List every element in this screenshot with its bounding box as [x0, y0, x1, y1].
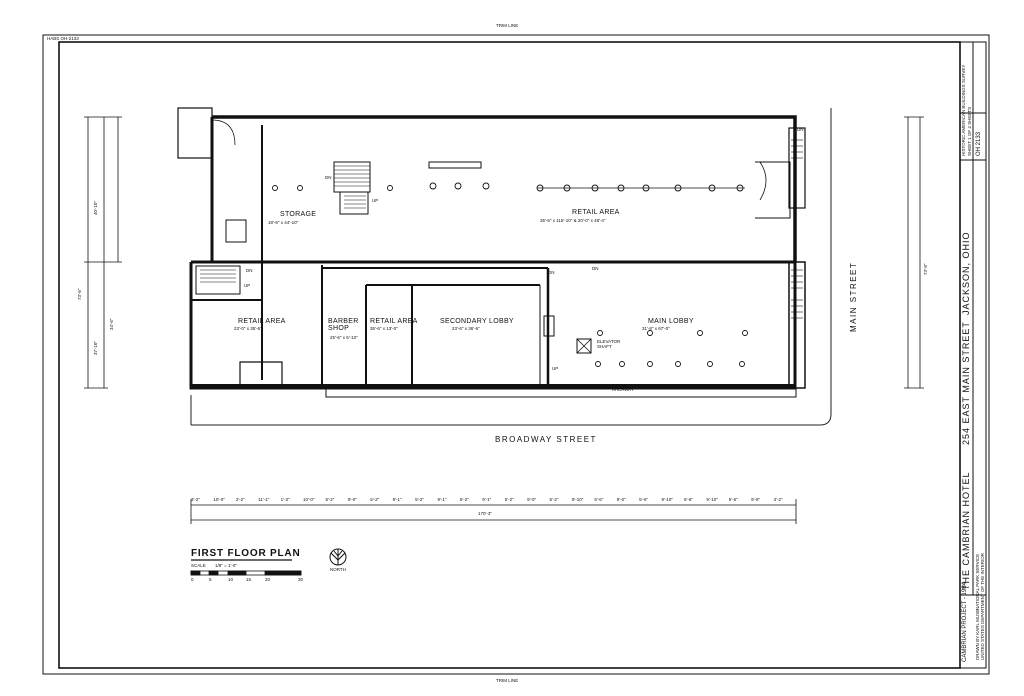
building-title: THE CAMBRIAN HOTEL: [961, 471, 971, 590]
bottom-dim-label: 9'-1": [392, 497, 402, 502]
bottom-dimension-lines: [190, 499, 797, 524]
sheet-label: SHEET 1 OF 4 SHEETS: [967, 106, 972, 156]
bottom-dim-label: 9'-1": [437, 497, 447, 502]
bottom-dim-label: 9'-0": [347, 497, 357, 502]
bottom-dim-label: 5'-6": [594, 497, 604, 502]
bottom-dim-label: 5'-6": [639, 497, 649, 502]
main-lobby-size: 31'-8" x 67'-0": [642, 326, 670, 331]
dn-marker-4: DN: [592, 266, 599, 271]
dn-marker-5: DN: [797, 127, 804, 132]
left-dim-front: 34'-6": [109, 318, 114, 330]
north-arrow-icon: [329, 548, 347, 566]
bottom-dim-label: 5'-2": [549, 497, 559, 502]
scale-tick-label: 5: [209, 577, 212, 582]
dept: UNITED STATES DEPARTMENT OF THE INTERIOR: [980, 552, 985, 660]
barber-label: BARBER SHOP: [328, 318, 359, 332]
right-dimension-lines: [904, 116, 924, 389]
bottom-dim-label: 2'-2": [235, 497, 245, 502]
up-marker-3: UP: [552, 366, 559, 371]
bottom-dim-label: 5'-2": [325, 497, 335, 502]
trim-line-bottom: TRIM LINE: [496, 678, 519, 683]
bottom-dim-label: 3'-2": [191, 497, 200, 502]
agency: HISTORIC AMERICAN BUILDINGS SURVEY: [961, 64, 966, 156]
bottom-dim-label: 3'-2": [773, 497, 783, 502]
dn-marker-1: DN: [325, 175, 332, 180]
title-block-frame: [959, 41, 987, 669]
scale-label: SCALE: [191, 563, 206, 568]
areaway-label: AREAWAY: [612, 387, 634, 392]
bottom-dim-label: 5'-2": [504, 497, 514, 502]
left-dim-overall: 73'-6": [77, 288, 82, 300]
overall-dim: 170'-3": [478, 511, 492, 516]
left-dim-upper: 40'-10": [93, 201, 98, 215]
scale-tick-label: 30: [298, 577, 304, 582]
scale-tick-label: 15: [246, 577, 252, 582]
plan-title: FIRST FLOOR PLAN: [191, 548, 301, 559]
bottom-dim-label: 9'-10": [571, 497, 584, 502]
bottom-dim-label: 9'-0": [527, 497, 537, 502]
retail-top-size: 35'-6" x 115'-10" & 20'-0" x 48'-4": [540, 218, 606, 223]
bottom-dim-label: 5'-2": [459, 497, 469, 502]
right-dim-overall: 73'-8": [923, 263, 928, 275]
corner-code: HABS OH-2133: [47, 36, 79, 41]
bottom-dim-label: 11'-1": [258, 497, 270, 502]
north-label: NORTH: [330, 567, 346, 572]
bottom-dim-label: 1'-3": [280, 497, 290, 502]
dn-marker-3: DN: [548, 270, 555, 275]
sheet-border: [42, 34, 990, 675]
bottom-dim-label: 5'-6": [683, 497, 693, 502]
dn-marker-2: DN: [246, 268, 253, 273]
curb-lines: [190, 108, 832, 426]
storage-label: STORAGE: [280, 211, 317, 218]
building-walls: [177, 107, 806, 398]
bottom-dim-label: 5'-6": [728, 497, 738, 502]
up-marker-2: UP: [244, 283, 251, 288]
project-name: CAMBRIAN PROJECT - 1984: [962, 582, 968, 662]
bottom-dim-label: 5'-2": [415, 497, 425, 502]
left-dim-lower: 37'-10": [93, 341, 98, 355]
retail-left-label: RETAIL AREA: [238, 318, 286, 325]
scale-bar: [190, 559, 302, 576]
bottom-dim-label: 10'-0": [213, 497, 225, 502]
scale-value: 1/8" = 1'-0": [215, 563, 237, 568]
bottom-dim-label: 10'-0": [303, 497, 315, 502]
main-lobby-label: MAIN LOBBY: [648, 318, 694, 325]
retail-mid-label: RETAIL AREA: [370, 318, 418, 325]
scale-tick-label: 20: [265, 577, 271, 582]
secondary-lobby-size: 23'-6" x 36'-6": [452, 326, 480, 331]
storage-size: 18'-6" x 44'-10": [268, 220, 299, 225]
retail-left-size: 23'-0" x 35'-6": [234, 326, 262, 331]
survey-no: OH 2133: [976, 131, 982, 156]
city: JACKSON, OHIO: [961, 231, 971, 315]
main-street-label: MAIN STREET: [849, 261, 858, 332]
bottom-dim-label: 9'-10": [661, 497, 674, 502]
stair-treads: [200, 139, 803, 319]
bottom-dim-label: 9'-10": [706, 497, 718, 502]
bottom-dim-label: 9'-8": [751, 497, 761, 502]
elevator-label: ELEVATOR SHAFT: [597, 339, 621, 349]
bottom-dim-label: 9'-0": [616, 497, 626, 502]
retail-mid-size: 35'-6" x 13'-0": [370, 326, 398, 331]
retail-top-label: RETAIL AREA: [572, 209, 620, 216]
scale-tick-label: 10: [228, 577, 234, 582]
trim-line-top: TRIM LINE: [496, 23, 519, 28]
up-marker-1: UP: [372, 198, 379, 203]
scale-tick-label: 0: [191, 577, 194, 582]
bottom-dim-label: 9'-1": [482, 497, 492, 502]
left-dimension-lines: [84, 116, 122, 389]
bottom-dim-label: 5'-2": [370, 497, 380, 502]
broadway-street-label: BROADWAY STREET: [495, 435, 597, 444]
address: 254 EAST MAIN STREET: [961, 321, 971, 445]
barber-size: 25'-6" x 5'-10": [330, 335, 358, 340]
secondary-lobby-label: SECONDARY LOBBY: [440, 318, 514, 325]
